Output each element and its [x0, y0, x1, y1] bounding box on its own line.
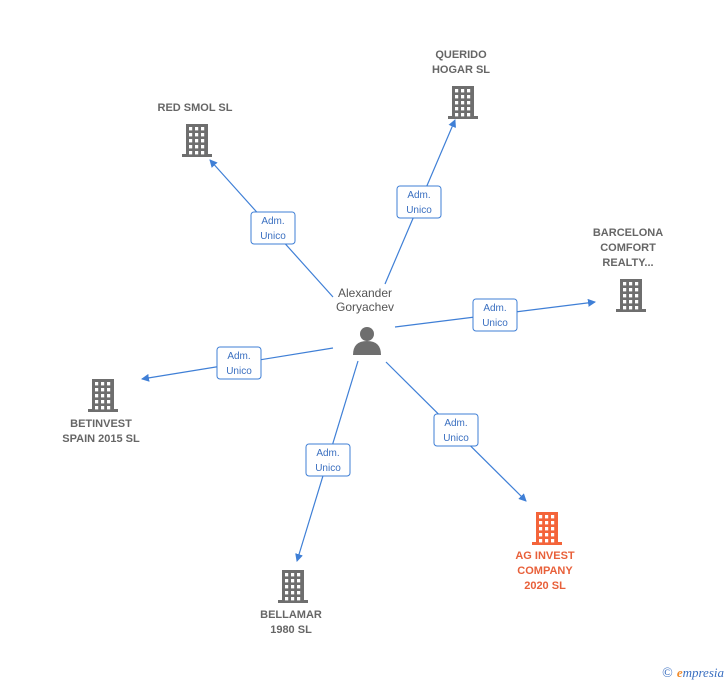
role-box	[305, 443, 351, 477]
building-icon	[448, 86, 478, 119]
company-name: RED SMOL SL	[158, 102, 233, 114]
role-label-ag-invest[interactable]: Adm. Unico	[433, 413, 479, 447]
role-text: Unico	[443, 433, 469, 444]
company-name: BETINVEST	[70, 418, 132, 430]
role-label-bellamar[interactable]: Adm. Unico	[305, 443, 351, 477]
company-name: COMFORT	[600, 242, 656, 254]
building-icon	[532, 512, 562, 545]
role-box	[472, 298, 518, 332]
company-node-red-smol[interactable]: RED SMOL SL	[158, 102, 233, 157]
brand-initial: e	[676, 665, 683, 680]
building-icon	[278, 570, 308, 603]
role-text: Unico	[226, 366, 252, 377]
person-name: Alexander	[338, 286, 392, 300]
copyright-symbol: ©	[662, 666, 673, 681]
company-name: QUERIDO	[435, 49, 487, 61]
role-label-querido-hogar[interactable]: Adm. Unico	[396, 185, 442, 219]
company-name: 1980 SL	[270, 624, 312, 636]
role-label-red-smol[interactable]: Adm. Unico	[250, 211, 296, 245]
person-name: Goryachev	[336, 300, 394, 314]
company-name: HOGAR SL	[432, 64, 490, 76]
role-box	[396, 185, 442, 219]
role-text: Unico	[260, 231, 286, 242]
company-node-querido-hogar[interactable]: QUERIDO HOGAR SL	[432, 49, 490, 119]
company-name: BARCELONA	[593, 227, 663, 239]
company-name: REALTY...	[602, 257, 653, 269]
company-node-ag-invest[interactable]: AG INVEST COMPANY 2020 SL	[515, 512, 575, 592]
role-box	[433, 413, 479, 447]
company-node-bellamar[interactable]: BELLAMAR 1980 SL	[260, 570, 322, 636]
role-text: Unico	[315, 463, 341, 474]
role-text: Adm.	[227, 351, 250, 362]
role-label-barcelona-comfort[interactable]: Adm. Unico	[472, 298, 518, 332]
company-name: AG INVEST	[515, 550, 575, 562]
company-node-barcelona-comfort[interactable]: BARCELONA COMFORT REALTY...	[593, 227, 663, 312]
role-label-betinvest[interactable]: Adm. Unico	[216, 346, 262, 380]
person-icon	[353, 327, 381, 355]
building-icon	[88, 379, 118, 412]
company-node-betinvest[interactable]: BETINVEST SPAIN 2015 SL	[62, 379, 140, 445]
role-box	[250, 211, 296, 245]
company-name: SPAIN 2015 SL	[62, 433, 140, 445]
role-text: Adm.	[407, 190, 430, 201]
building-icon	[616, 279, 646, 312]
company-name: 2020 SL	[524, 580, 566, 592]
role-box	[216, 346, 262, 380]
building-icon	[182, 124, 212, 157]
role-text: Unico	[482, 318, 508, 329]
role-text: Adm.	[483, 303, 506, 314]
brand-name: mpresia	[682, 665, 724, 680]
empresia-logo: ©empresia	[662, 665, 724, 682]
role-text: Adm.	[261, 216, 284, 227]
company-name: BELLAMAR	[260, 609, 322, 621]
role-text: Adm.	[444, 418, 467, 429]
role-text: Unico	[406, 205, 432, 216]
company-name: COMPANY	[517, 565, 573, 577]
role-text: Adm.	[316, 448, 339, 459]
